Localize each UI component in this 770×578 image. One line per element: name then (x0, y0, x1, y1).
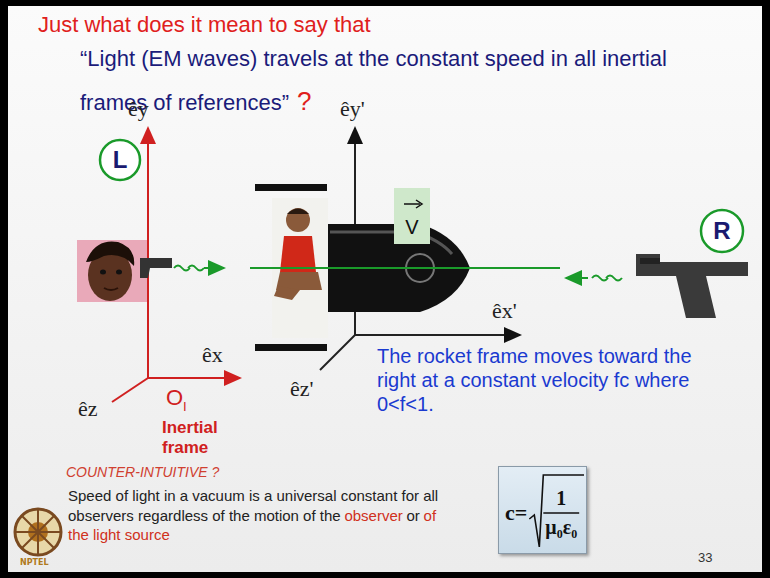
question-mark: ? (297, 86, 311, 116)
origin-subscript: I (183, 399, 187, 414)
formula-box: c= 1 μ₀ε₀ (498, 466, 587, 554)
axis-label: êz' (290, 376, 314, 402)
fraction-bar (543, 512, 579, 514)
vector-arrow-line (404, 203, 420, 205)
axis-label: êx (202, 342, 223, 368)
source-circle: R (699, 208, 745, 254)
origin-label: O (166, 385, 183, 411)
radical-path (529, 475, 584, 547)
circle-letter: R (713, 217, 730, 245)
axis-label: êz (78, 396, 98, 422)
frame-label: Inertial frame (162, 418, 252, 459)
axis-label: êy (128, 96, 149, 122)
vector-arrow-head (416, 200, 422, 208)
logo-text: NPTEL (20, 558, 49, 567)
note-highlight: observer (344, 507, 402, 524)
velocity-box: V (394, 188, 430, 244)
rocket-note: The rocket frame moves toward the right … (377, 344, 727, 416)
circle-ring (701, 210, 743, 252)
formula-numerator: 1 (556, 487, 566, 510)
note-text: or (407, 507, 420, 524)
formula-lhs: c= (505, 500, 527, 526)
quote-text: “Light (EM waves) travels at the constan… (80, 46, 667, 115)
velocity-letter: V (405, 216, 418, 239)
observer-circle: L (98, 138, 142, 182)
circle-ring (100, 140, 140, 180)
quote-line: “Light (EM waves) travels at the constan… (80, 40, 690, 124)
note-paragraph: Speed of light in a vacuum is a universa… (68, 486, 448, 545)
slide-title: Just what does it mean to say that (38, 12, 371, 38)
circle-letter: L (113, 146, 128, 174)
axis-label: êx' (492, 298, 517, 324)
vector-arrow (394, 192, 430, 214)
formula-denominator: μ₀ε₀ (545, 516, 577, 539)
note-heading: COUNTER-INTUITIVE ? (66, 464, 219, 480)
page-number: 33 (698, 550, 712, 565)
axis-label: êy' (340, 96, 365, 122)
